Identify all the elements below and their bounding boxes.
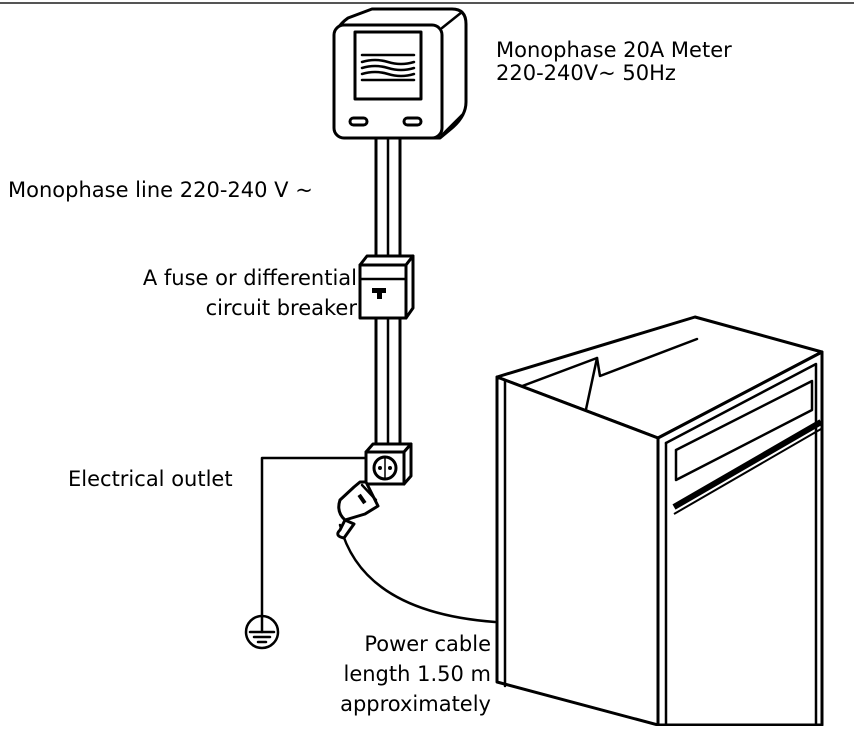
cable-label-line1: Power cable (364, 632, 491, 656)
outlet-label: Electrical outlet (68, 467, 233, 491)
oven-icon (495, 315, 824, 727)
breaker-label-line2: circuit breaker (206, 296, 358, 320)
plug-icon (336, 480, 497, 624)
line-label: Monophase line 220-240 V ~ (8, 178, 313, 202)
ground-symbol-icon (244, 614, 280, 650)
breaker-label-line1: A fuse or differential (143, 266, 357, 290)
circuit-breaker-icon (358, 254, 415, 320)
cable-label-line2: length 1.50 m (343, 662, 491, 686)
wall-socket-icon (364, 442, 413, 486)
ground-wire (260, 456, 368, 618)
meter-label-line1: Monophase 20A Meter (496, 38, 732, 62)
electric-meter-icon (332, 7, 468, 140)
meter-label-line2: 220-240V~ 50Hz (496, 61, 676, 85)
cable-label-line3: approximately (340, 692, 491, 716)
